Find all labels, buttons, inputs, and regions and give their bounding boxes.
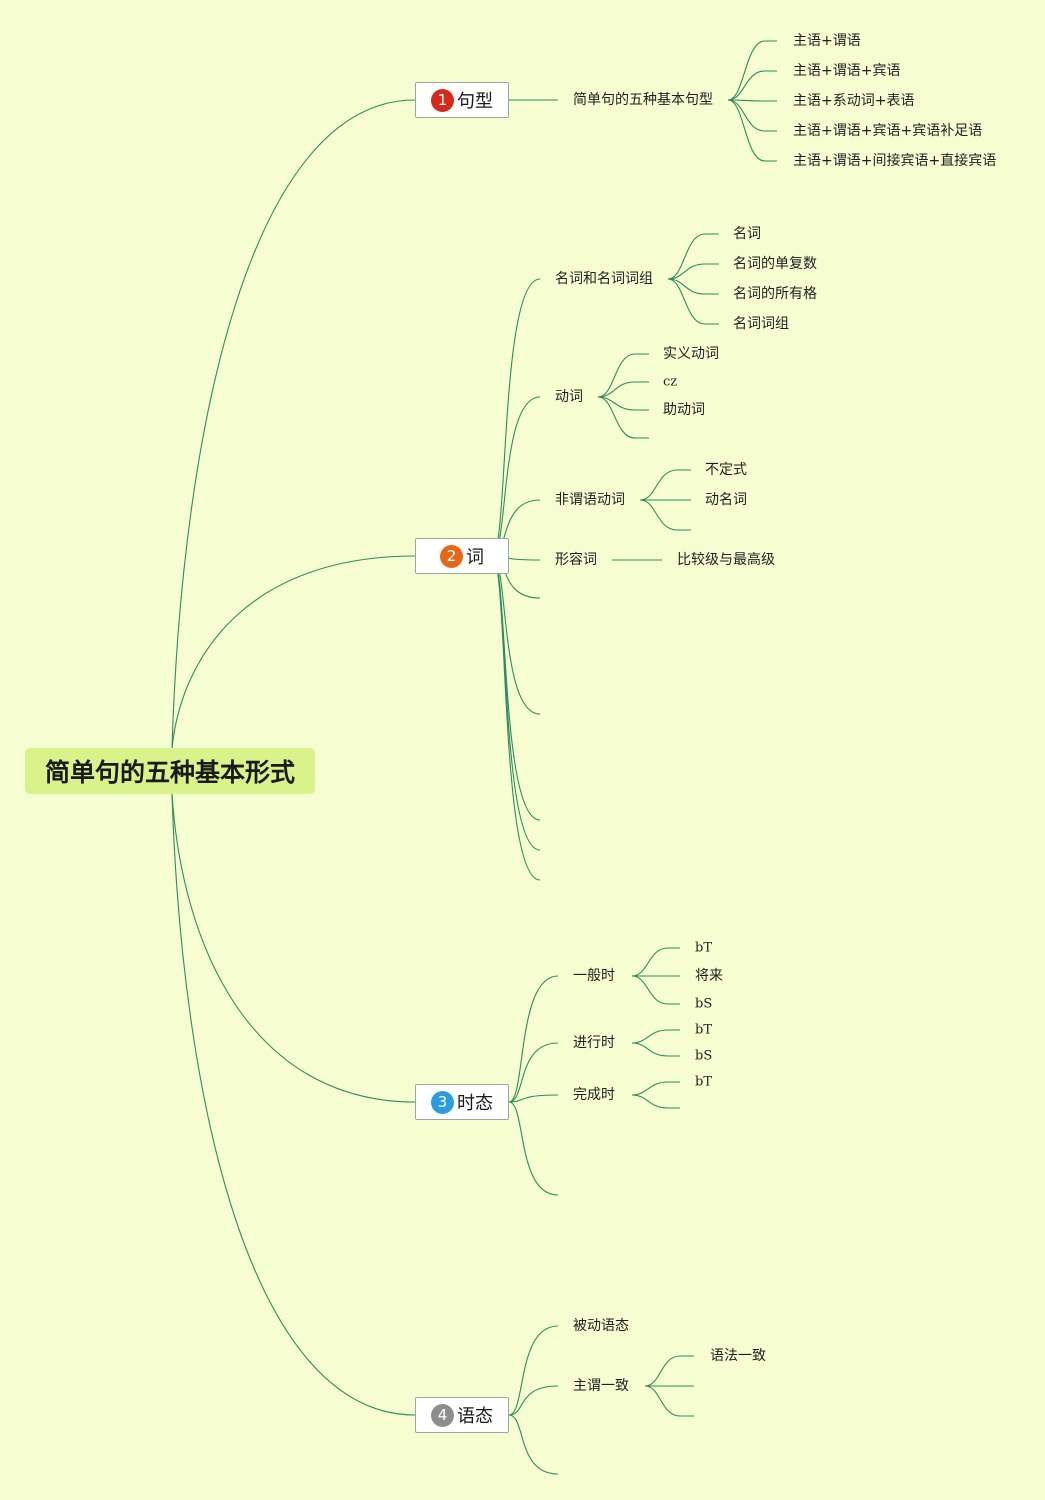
tense-item[interactable]: bS	[695, 996, 713, 1012]
topic-3-branch-line	[508, 1094, 559, 1103]
topic-3-branch-line	[508, 1101, 559, 1196]
noun-fan-line	[667, 278, 719, 325]
subtopic-perfect-tense[interactable]: 完成时	[573, 1087, 615, 1103]
noun-item[interactable]: 名词	[733, 226, 761, 242]
pattern-item[interactable]: 主语+系动词+表语	[793, 93, 915, 109]
pattern-fan-line	[727, 40, 777, 101]
root-to-topic-3-line	[171, 793, 416, 1103]
topic-4-branch-line	[508, 1325, 559, 1416]
topic-2-branch-line	[491, 555, 541, 881]
verb-item[interactable]: cz	[663, 374, 678, 390]
tense-item[interactable]: bT	[695, 1022, 712, 1038]
pattern-item[interactable]: 主语+谓语+宾语	[793, 63, 901, 79]
main-topic-words[interactable]: 2 词	[415, 538, 509, 574]
verb-fan-line	[597, 353, 649, 398]
simple-tense-fan-line	[631, 947, 680, 977]
root-topic-label: 简单句的五种基本形式	[44, 758, 295, 787]
subtopic-nouns[interactable]: 名词和名词词组	[555, 271, 653, 287]
main-topic-label: 语态	[457, 1406, 493, 1427]
noun-item[interactable]: 名词的单复数	[733, 256, 817, 272]
subtopic-adjectives[interactable]: 形容词	[555, 552, 597, 568]
noun-fan-line	[667, 233, 719, 280]
progressive-fan-line	[631, 1029, 680, 1044]
number-1-icon: 1	[431, 88, 454, 112]
progressive-fan-line	[631, 1042, 680, 1057]
perfect-fan-line	[631, 1094, 680, 1109]
non-finite-fan-line	[639, 499, 691, 531]
subtopic-simple-tense[interactable]: 一般时	[573, 968, 615, 984]
subtopic-verbs[interactable]: 动词	[555, 389, 583, 405]
verb-fan-line	[597, 381, 649, 398]
pattern-item[interactable]: 主语+谓语	[793, 33, 861, 49]
non-finite-item[interactable]: 动名词	[705, 492, 747, 508]
non-finite-item[interactable]: 不定式	[705, 462, 747, 478]
main-topic-label: 句型	[457, 91, 493, 112]
non-finite-fan-line	[639, 469, 691, 501]
tense-item[interactable]: bS	[695, 1048, 713, 1064]
topic-4-branch-line	[508, 1414, 559, 1475]
simple-tense-fan-line	[631, 975, 680, 1005]
topic-4-branch-line	[508, 1385, 559, 1416]
main-topic-label: 词	[466, 547, 484, 568]
agreement-item[interactable]: 语法一致	[710, 1348, 766, 1364]
verb-fan-line	[597, 396, 649, 439]
subtopic-five-patterns[interactable]: 简单句的五种基本句型	[573, 92, 713, 108]
root-to-topic-1-line	[171, 99, 416, 749]
main-topic-tense[interactable]: 3 时态	[415, 1084, 509, 1120]
subtopic-progressive-tense[interactable]: 进行时	[573, 1035, 615, 1051]
tense-item[interactable]: bT	[695, 940, 712, 956]
verb-fan-line	[597, 396, 649, 411]
pattern-item[interactable]: 主语+谓语+宾语+宾语补足语	[793, 123, 983, 139]
noun-fan-line	[667, 263, 719, 280]
topic-2-branch-line	[491, 555, 541, 821]
number-3-icon: 3	[431, 1090, 454, 1114]
subtopic-subject-verb-agreement[interactable]: 主谓一致	[573, 1378, 629, 1394]
pattern-fan-line	[727, 99, 777, 132]
tense-item[interactable]: bT	[695, 1074, 712, 1090]
adjective-item[interactable]: 比较级与最高级	[677, 552, 775, 568]
root-to-topic-2-line	[171, 555, 416, 749]
noun-fan-line	[667, 278, 719, 295]
agreement-fan-line	[644, 1385, 694, 1417]
tense-item[interactable]: 将来	[695, 968, 723, 984]
root-topic[interactable]: 简单句的五种基本形式	[25, 748, 315, 794]
agreement-fan-line	[644, 1355, 694, 1387]
topic-3-branch-line	[508, 975, 559, 1103]
number-4-icon: 4	[431, 1403, 454, 1427]
main-topic-sentence-pattern[interactable]: 1 句型	[415, 82, 509, 118]
verb-item[interactable]: 助动词	[663, 402, 705, 418]
main-topic-voice[interactable]: 4 语态	[415, 1397, 509, 1433]
pattern-fan-line	[727, 70, 777, 101]
topic-2-branch-line	[491, 278, 541, 557]
main-topic-label: 时态	[457, 1093, 493, 1114]
noun-item[interactable]: 名词的所有格	[733, 286, 817, 302]
verb-item[interactable]: 实义动词	[663, 346, 719, 362]
pattern-fan-line	[727, 99, 777, 102]
root-to-topic-4-line	[171, 793, 416, 1416]
perfect-fan-line	[631, 1081, 680, 1096]
pattern-fan-line	[727, 99, 777, 162]
subtopic-passive-voice[interactable]: 被动语态	[573, 1318, 629, 1334]
subtopic-non-finite-verbs[interactable]: 非谓语动词	[555, 492, 625, 508]
number-2-icon: 2	[440, 544, 463, 568]
noun-item[interactable]: 名词词组	[733, 316, 789, 332]
topic-2-branch-line	[491, 555, 541, 851]
pattern-item[interactable]: 主语+谓语+间接宾语+直接宾语	[793, 153, 997, 169]
topic-3-branch-line	[508, 1042, 559, 1103]
